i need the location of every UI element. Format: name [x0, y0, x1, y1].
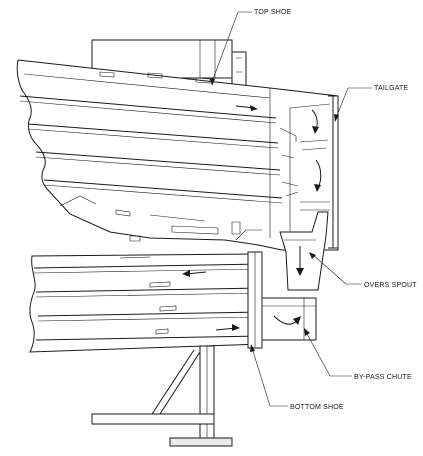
support-stand	[91, 345, 233, 447]
label-tailgate: TAILGATE	[374, 85, 409, 92]
tailgate	[279, 95, 339, 250]
top-shoe-assembly	[16, 39, 339, 251]
leader-lines	[210, 11, 372, 407]
label-bypass-chute: BY-PASS CHUTE	[354, 374, 412, 381]
label-top-shoe: TOP SHOE	[254, 9, 292, 16]
bypass-chute	[261, 297, 317, 341]
label-bottom-shoe: BOTTOM SHOE	[290, 404, 344, 411]
bottom-shoe-assembly	[29, 251, 263, 353]
label-overs-spout: OVERS SPOUT	[364, 282, 417, 289]
overs-spout	[279, 211, 329, 291]
